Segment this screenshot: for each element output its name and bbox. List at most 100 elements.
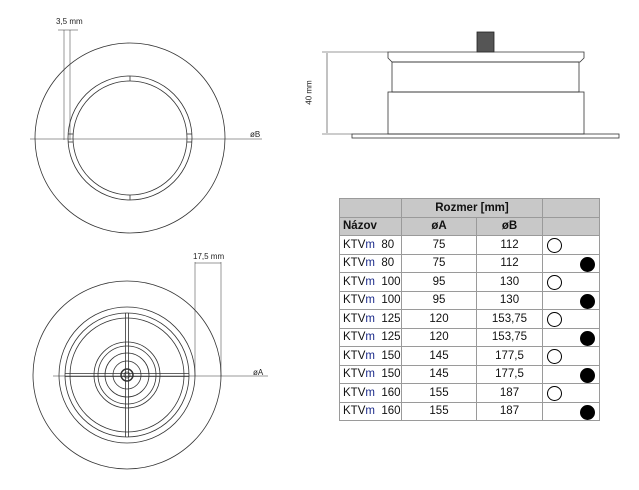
table-group-header: Rozmer [mm] — [339, 198, 600, 218]
cell-a: 145 — [401, 364, 477, 384]
cell-b: 153,75 — [476, 327, 543, 347]
top-view — [30, 29, 262, 234]
cell-marker — [542, 309, 600, 329]
open-circle-icon — [547, 386, 562, 401]
col-header-marker — [542, 216, 600, 236]
table-row: KTVm 100 95 130 — [339, 290, 600, 310]
col-header-a: øA — [401, 216, 477, 236]
filled-circle-icon — [580, 256, 595, 272]
bottom-view — [32, 262, 268, 470]
cell-a: 95 — [401, 272, 477, 292]
open-circle-icon — [547, 238, 562, 253]
filled-circle-icon — [580, 330, 595, 346]
table-row: KTVm 100 95 130 — [339, 272, 600, 292]
cell-a: 145 — [401, 346, 477, 366]
table-row: KTVm 125 120 153,75 — [339, 327, 600, 347]
cell-b: 177,5 — [476, 346, 543, 366]
name-prefix: KTV — [343, 294, 366, 307]
wall-thickness-label: 3,5 mm — [56, 17, 83, 26]
name-prefix: KTV — [343, 405, 366, 418]
cell-name: KTVm 150 — [339, 346, 402, 366]
cell-a: 155 — [401, 401, 477, 421]
name-prefix: KTV — [343, 349, 366, 362]
cell-marker — [542, 383, 600, 403]
name-suffix: m — [365, 275, 375, 288]
name-suffix: m — [365, 312, 375, 325]
name-size: 100 — [381, 275, 401, 288]
cell-b: 187 — [476, 383, 543, 403]
name-prefix: KTV — [343, 275, 366, 288]
cell-b: 177,5 — [476, 364, 543, 384]
cell-b: 130 — [476, 290, 543, 310]
cell-name: KTVm 160 — [339, 401, 402, 421]
cell-b: 130 — [476, 272, 543, 292]
name-suffix: m — [365, 386, 375, 399]
cell-b: 112 — [476, 253, 543, 273]
name-prefix: KTV — [343, 368, 366, 381]
diameter-a-label: øA — [253, 368, 264, 377]
name-size: 125 — [381, 331, 401, 344]
name-prefix: KTV — [343, 312, 366, 325]
name-suffix: m — [365, 405, 375, 418]
cell-b: 187 — [476, 401, 543, 421]
name-prefix: KTV — [343, 238, 366, 251]
open-circle-icon — [547, 312, 562, 327]
cell-marker — [542, 235, 600, 255]
name-size: 125 — [381, 312, 401, 325]
cell-a: 75 — [401, 235, 477, 255]
cell-marker — [542, 253, 600, 273]
cell-marker — [542, 401, 600, 421]
table-row: KTVm 80 75 112 — [339, 235, 600, 255]
cell-name: KTVm 80 — [339, 235, 402, 255]
cell-a: 120 — [401, 309, 477, 329]
cell-marker — [542, 346, 600, 366]
cell-marker — [542, 327, 600, 347]
name-suffix: m — [365, 294, 375, 307]
name-size: 150 — [381, 349, 401, 362]
name-size: 80 — [381, 257, 395, 270]
cell-b: 153,75 — [476, 309, 543, 329]
cell-b: 112 — [476, 235, 543, 255]
name-suffix: m — [365, 349, 375, 362]
name-suffix: m — [365, 331, 375, 344]
col-header-name: Názov — [339, 216, 402, 236]
table-row: KTVm 160 155 187 — [339, 383, 600, 403]
cell-a: 95 — [401, 290, 477, 310]
filled-circle-icon — [580, 367, 595, 383]
cell-name: KTVm 125 — [339, 327, 402, 347]
filled-circle-icon — [580, 404, 595, 420]
cell-name: KTVm 100 — [339, 290, 402, 310]
cell-a: 155 — [401, 383, 477, 403]
cell-name: KTVm 160 — [339, 383, 402, 403]
name-size: 80 — [381, 238, 395, 251]
side-view — [322, 31, 620, 139]
name-size: 150 — [381, 368, 401, 381]
group-header-rozmer: Rozmer [mm] — [401, 198, 543, 218]
table-row: KTVm 125 120 153,75 — [339, 309, 600, 329]
cell-marker — [542, 364, 600, 384]
name-suffix: m — [365, 257, 375, 270]
cell-a: 75 — [401, 253, 477, 273]
name-size: 160 — [381, 386, 401, 399]
filled-circle-icon — [580, 293, 595, 309]
cell-name: KTVm 125 — [339, 309, 402, 329]
cell-a: 120 — [401, 327, 477, 347]
name-suffix: m — [365, 368, 375, 381]
cell-marker — [542, 272, 600, 292]
cell-name: KTVm 80 — [339, 253, 402, 273]
table-row: KTVm 160 155 187 — [339, 401, 600, 421]
name-prefix: KTV — [343, 331, 366, 344]
diameter-b-label: øB — [250, 130, 261, 139]
rim-width-label: 17,5 mm — [193, 252, 225, 261]
name-prefix: KTV — [343, 257, 366, 270]
table-header: Názov øA øB — [339, 216, 600, 236]
open-circle-icon — [547, 275, 562, 290]
col-header-b: øB — [476, 216, 543, 236]
open-circle-icon — [547, 349, 562, 364]
table-row: KTVm 80 75 112 — [339, 253, 600, 273]
name-size: 100 — [381, 294, 401, 307]
name-suffix: m — [365, 238, 375, 251]
cell-name: KTVm 150 — [339, 364, 402, 384]
name-prefix: KTV — [343, 386, 366, 399]
